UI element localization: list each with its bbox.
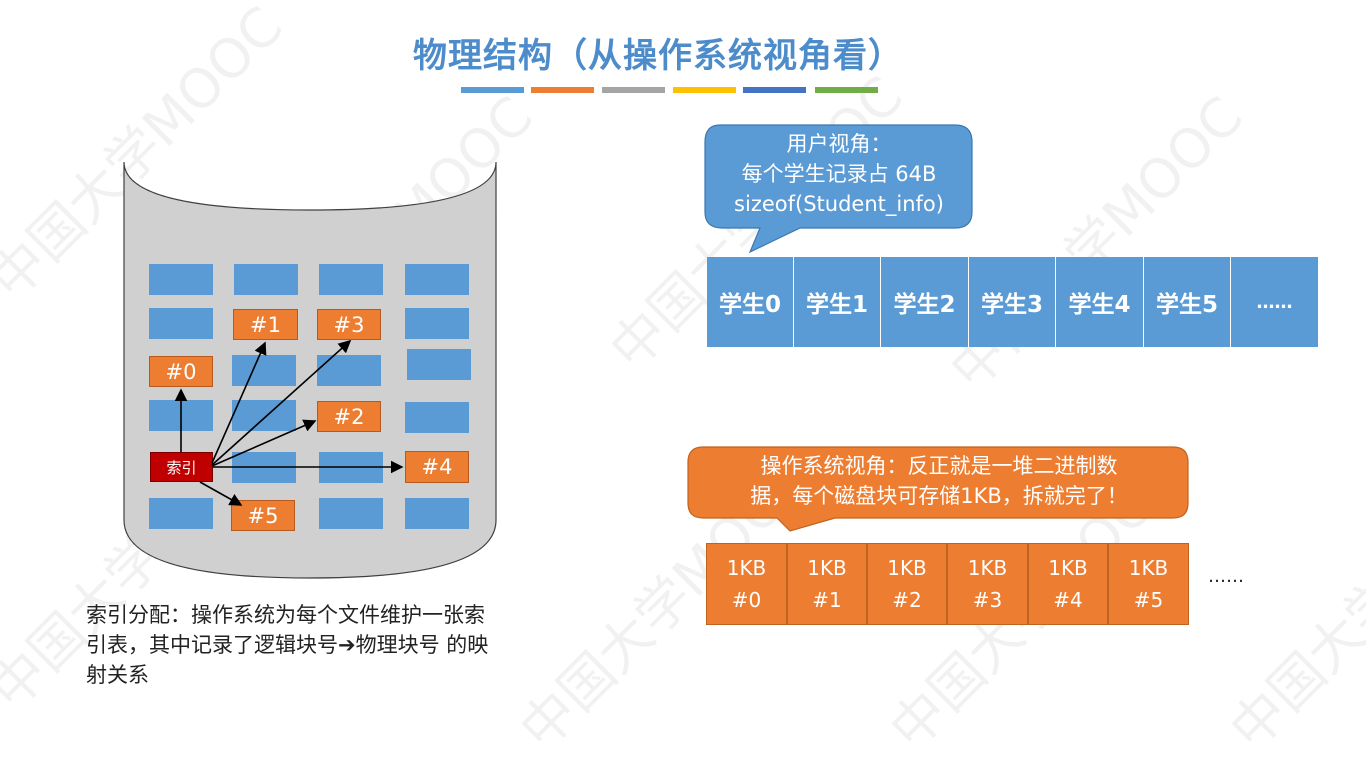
kb-block-num: #3 bbox=[972, 588, 1003, 612]
user-view-bubble: 用户视角： 每个学生记录占 64B sizeof(Student_info) bbox=[705, 129, 973, 219]
kb-block: 1KB #3 bbox=[947, 543, 1028, 625]
underline-segment bbox=[531, 87, 594, 93]
disk-block bbox=[149, 264, 213, 295]
kb-block: 1KB #1 bbox=[787, 543, 867, 625]
disk-block bbox=[149, 498, 213, 529]
kb-block-size: 1KB bbox=[887, 556, 927, 580]
os-view-line: 据，每个磁盘块可存储1KB，拆就完了！ bbox=[750, 484, 1128, 508]
kb-block: 1KB #5 bbox=[1108, 543, 1189, 625]
student-record-row: 学生0 学生1 学生2 学生3 学生4 学生5 …… bbox=[707, 257, 1318, 347]
disk-block bbox=[149, 308, 213, 339]
kb-block-num: #0 bbox=[731, 588, 762, 612]
disk-block bbox=[405, 264, 469, 295]
disk-block bbox=[405, 498, 469, 529]
underline-segment bbox=[461, 87, 524, 93]
caption-line: 索引分配：操作系统为每个文件维护一张索 bbox=[86, 603, 485, 627]
arrow-to-2 bbox=[211, 419, 317, 467]
disk-block-1: #1 bbox=[233, 309, 298, 340]
kb-block: 1KB #4 bbox=[1028, 543, 1108, 625]
user-view-record-size: 每个学生记录占 64B bbox=[741, 162, 937, 186]
caption-text: 索引分配：操作系统为每个文件维护一张索 引表，其中记录了逻辑块号➔物理块号 的映… bbox=[86, 600, 596, 690]
disk-block-0: #0 bbox=[149, 356, 213, 387]
student-record: 学生4 bbox=[1056, 257, 1144, 347]
caption-line: 射关系 bbox=[86, 663, 149, 687]
kb-block-size: 1KB bbox=[967, 556, 1008, 580]
kb-block-size: 1KB bbox=[1048, 556, 1088, 580]
page-title: 物理结构（从操作系统视角看） bbox=[413, 36, 903, 76]
disk-block-3: #3 bbox=[317, 309, 381, 340]
os-view-bubble-shape bbox=[687, 446, 1189, 532]
user-view-bubble-shape bbox=[704, 124, 973, 254]
arrow-to-5 bbox=[199, 481, 243, 506]
kb-block-num: #4 bbox=[1053, 588, 1083, 612]
underline-segment bbox=[602, 87, 665, 93]
os-view-line: 操作系统视角：反正就是一堆二进制数 bbox=[760, 454, 1118, 478]
kb-block-num: #2 bbox=[892, 588, 922, 612]
arrow-to-1 bbox=[211, 341, 267, 464]
disk-block bbox=[407, 349, 471, 380]
disk-block bbox=[232, 355, 296, 386]
kb-block-size: 1KB bbox=[1128, 556, 1169, 580]
kb-block-size: 1KB bbox=[807, 556, 847, 580]
kb-block: 1KB #0 bbox=[706, 543, 787, 625]
disk-block-2: #2 bbox=[317, 401, 381, 432]
underline-segment bbox=[673, 87, 736, 93]
student-record: 学生1 bbox=[794, 257, 881, 347]
disk-block bbox=[405, 402, 469, 433]
student-record: 学生5 bbox=[1144, 257, 1231, 347]
disk-block bbox=[232, 400, 296, 431]
user-view-title: 用户视角： bbox=[786, 132, 892, 156]
index-block: 索引 bbox=[150, 452, 213, 482]
kb-block-num: #1 bbox=[812, 588, 842, 612]
kb-ellipsis: …… bbox=[1208, 566, 1244, 587]
disk-block bbox=[319, 498, 383, 529]
kb-block: 1KB #2 bbox=[867, 543, 947, 625]
student-record: 学生0 bbox=[707, 257, 794, 347]
disk-block-4: #4 bbox=[405, 451, 469, 483]
kb-block-size: 1KB bbox=[726, 556, 767, 580]
disk-cylinder bbox=[123, 161, 497, 579]
caption-line: 引表，其中记录了逻辑块号➔物理块号 的映 bbox=[86, 633, 489, 657]
kb-block-num: #5 bbox=[1133, 588, 1164, 612]
disk-block bbox=[405, 308, 469, 339]
student-record: 学生3 bbox=[969, 257, 1056, 347]
underline-segment bbox=[743, 87, 806, 93]
disk-kb-row: 1KB #0 1KB #1 1KB #2 1KB #3 1KB #4 1KB #… bbox=[706, 543, 1189, 625]
index-arrows bbox=[174, 339, 404, 506]
os-view-bubble: 操作系统视角：反正就是一堆二进制数 据，每个磁盘块可存储1KB，拆就完了！ bbox=[700, 451, 1178, 511]
user-view-sizeof: sizeof(Student_info) bbox=[734, 192, 944, 216]
student-record-ellipsis: …… bbox=[1231, 257, 1318, 347]
arrow-to-3 bbox=[211, 339, 352, 466]
student-record: 学生2 bbox=[881, 257, 969, 347]
disk-block bbox=[234, 264, 298, 295]
disk-block bbox=[319, 264, 383, 295]
underline-segment bbox=[815, 87, 878, 93]
